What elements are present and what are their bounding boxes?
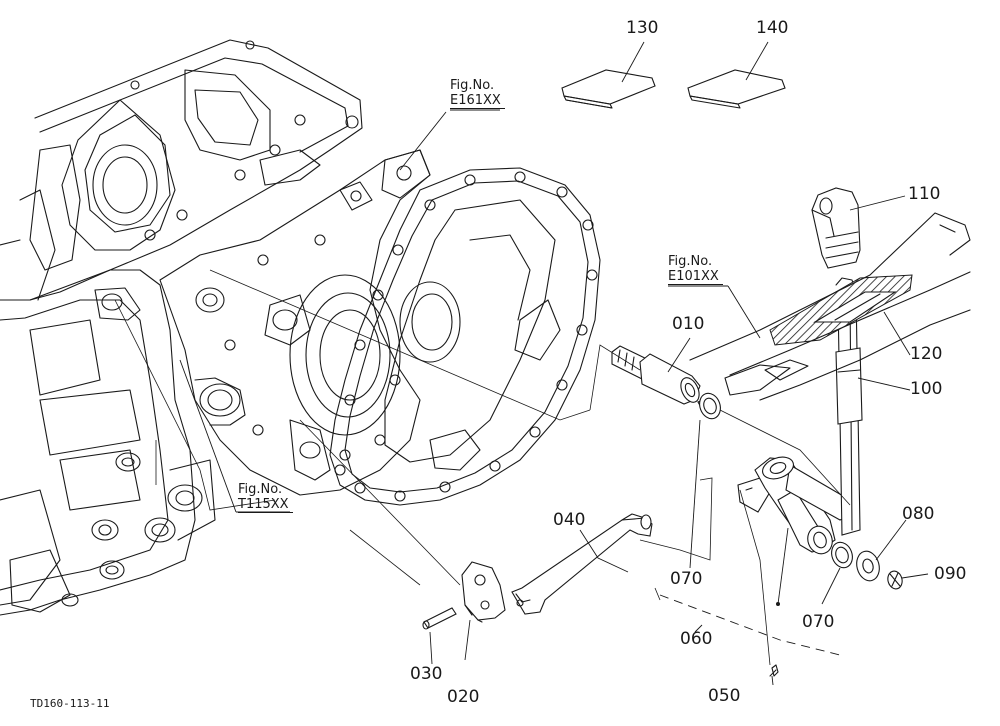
floor-plate-outline bbox=[689, 212, 971, 401]
label-060: 060 bbox=[680, 629, 713, 649]
label-030: 030 bbox=[410, 664, 443, 684]
label-090: 090 bbox=[934, 564, 967, 584]
part-120-guide-plate bbox=[769, 274, 913, 346]
clutch-housing bbox=[159, 149, 431, 496]
part-070-bushing-upper bbox=[697, 392, 721, 420]
fig-ref-number: E101XX bbox=[668, 269, 723, 285]
assembly-lines bbox=[114, 269, 851, 666]
flywheel-housing-flange bbox=[329, 167, 601, 506]
label-040: 040 bbox=[553, 510, 586, 530]
fig-ref-caption: Fig.No. bbox=[668, 254, 713, 269]
fig-ref-t115xx: Fig.No. T115XX bbox=[238, 482, 293, 513]
fig-ref-e161xx: Fig.No. E161XX bbox=[450, 78, 505, 109]
label-020: 020 bbox=[447, 687, 480, 707]
fig-ref-number: T115XX bbox=[238, 497, 293, 513]
label-130: 130 bbox=[626, 18, 659, 38]
part-020-bracket bbox=[461, 561, 506, 623]
part-010-shaft bbox=[611, 345, 701, 405]
label-010: 010 bbox=[672, 314, 705, 334]
fig-ref-caption: Fig.No. bbox=[450, 78, 495, 93]
part-030-pin bbox=[422, 607, 457, 630]
label-080: 080 bbox=[902, 504, 935, 524]
part-110-knob bbox=[811, 187, 861, 269]
part-130-sheet bbox=[561, 69, 656, 109]
label-100: 100 bbox=[910, 379, 943, 399]
part-080-washer bbox=[856, 550, 880, 582]
fig-ref-caption: Fig.No. bbox=[238, 482, 283, 497]
part-040-rod bbox=[511, 513, 653, 615]
label-110: 110 bbox=[908, 184, 941, 204]
drawing-code: TD160-113-11 bbox=[30, 697, 110, 710]
part-050-cotter-pin bbox=[769, 664, 779, 677]
transmission-case bbox=[0, 39, 363, 616]
part-140-sheet bbox=[687, 69, 786, 109]
part-060-clutch-lever bbox=[737, 456, 853, 606]
part-070-bushing-lower bbox=[831, 541, 853, 569]
fig-ref-e101xx: Fig.No. E101XX bbox=[668, 254, 723, 285]
label-070-lower: 070 bbox=[802, 612, 835, 632]
label-140: 140 bbox=[756, 18, 789, 38]
label-050: 050 bbox=[708, 686, 741, 706]
fig-ref-number: E161XX bbox=[450, 93, 505, 109]
part-090-nut bbox=[887, 570, 903, 590]
label-070-upper: 070 bbox=[670, 569, 703, 589]
label-120: 120 bbox=[910, 344, 943, 364]
